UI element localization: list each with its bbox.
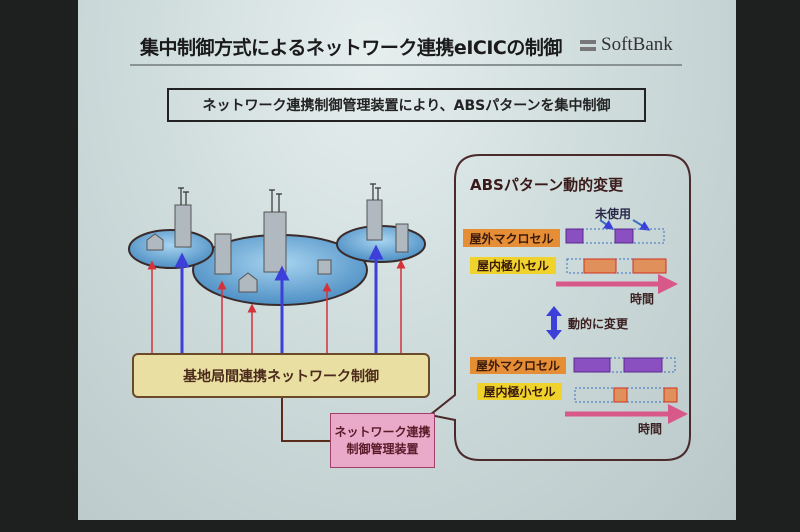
manager-line-2: 制御管理装置 bbox=[346, 441, 419, 456]
small-subframe-active bbox=[583, 258, 617, 274]
logo-text: SoftBank bbox=[601, 34, 673, 55]
unused-pointer-arrow bbox=[632, 219, 651, 231]
tower-building-icon bbox=[366, 199, 383, 241]
title-divider bbox=[130, 64, 682, 66]
macro-subframe-active bbox=[573, 357, 611, 373]
small-subframe-active bbox=[613, 387, 628, 403]
abs-timeline-after bbox=[565, 357, 688, 424]
building-icons bbox=[146, 199, 409, 293]
logo-bars-icon bbox=[580, 39, 596, 51]
slide-title: 集中制御方式によるネットワーク連携eICICの制御 bbox=[140, 37, 562, 59]
building-icon bbox=[317, 259, 332, 275]
connector-line bbox=[281, 398, 330, 442]
softbank-logo: SoftBank bbox=[580, 34, 673, 56]
manager-line-1: ネットワーク連携 bbox=[334, 424, 431, 439]
macro-subframe-active bbox=[565, 228, 584, 244]
red-arrows bbox=[147, 259, 406, 353]
dynamic-change-label: 動的に変更 bbox=[568, 317, 629, 331]
small-cell-label-before: 屋内極小セル bbox=[470, 257, 556, 274]
house-icon bbox=[238, 272, 258, 293]
double-arrow-icon bbox=[546, 306, 562, 340]
blue-arrows bbox=[174, 244, 384, 353]
time-label-before: 時間 bbox=[630, 292, 655, 306]
small-subframe-active bbox=[632, 258, 667, 274]
tower-building-icon bbox=[263, 211, 287, 273]
macro-subframe-active bbox=[623, 357, 663, 373]
macro-cell-left bbox=[128, 229, 214, 269]
subtitle-box: ネットワーク連携制御管理装置により、ABSパターンを集中制御 bbox=[167, 88, 646, 122]
abs-timeline-before bbox=[556, 228, 678, 294]
tower-building-icon bbox=[174, 204, 192, 248]
time-label-after: 時間 bbox=[638, 422, 663, 436]
unused-label: 未使用 bbox=[595, 207, 632, 221]
speech-bubble bbox=[427, 154, 691, 461]
control-bar: 基地局間連携ネットワーク制御 bbox=[132, 353, 430, 398]
macro-cell-label-after: 屋外マクロセル bbox=[470, 357, 566, 374]
manager-box: ネットワーク連携 制御管理装置 bbox=[330, 413, 435, 468]
macro-subframe-active bbox=[614, 228, 634, 244]
building-icon bbox=[395, 223, 409, 253]
small-cell-label-after: 屋内極小セル bbox=[477, 383, 562, 400]
antenna-icons bbox=[178, 183, 381, 212]
building-icon bbox=[214, 233, 232, 275]
unused-pointer-arrow bbox=[599, 219, 615, 230]
small-subframe-active bbox=[663, 387, 678, 403]
macro-cell-label-before: 屋外マクロセル bbox=[463, 229, 560, 247]
house-icon bbox=[146, 233, 164, 251]
abs-panel-title: ABSパターン動的変更 bbox=[470, 176, 624, 194]
